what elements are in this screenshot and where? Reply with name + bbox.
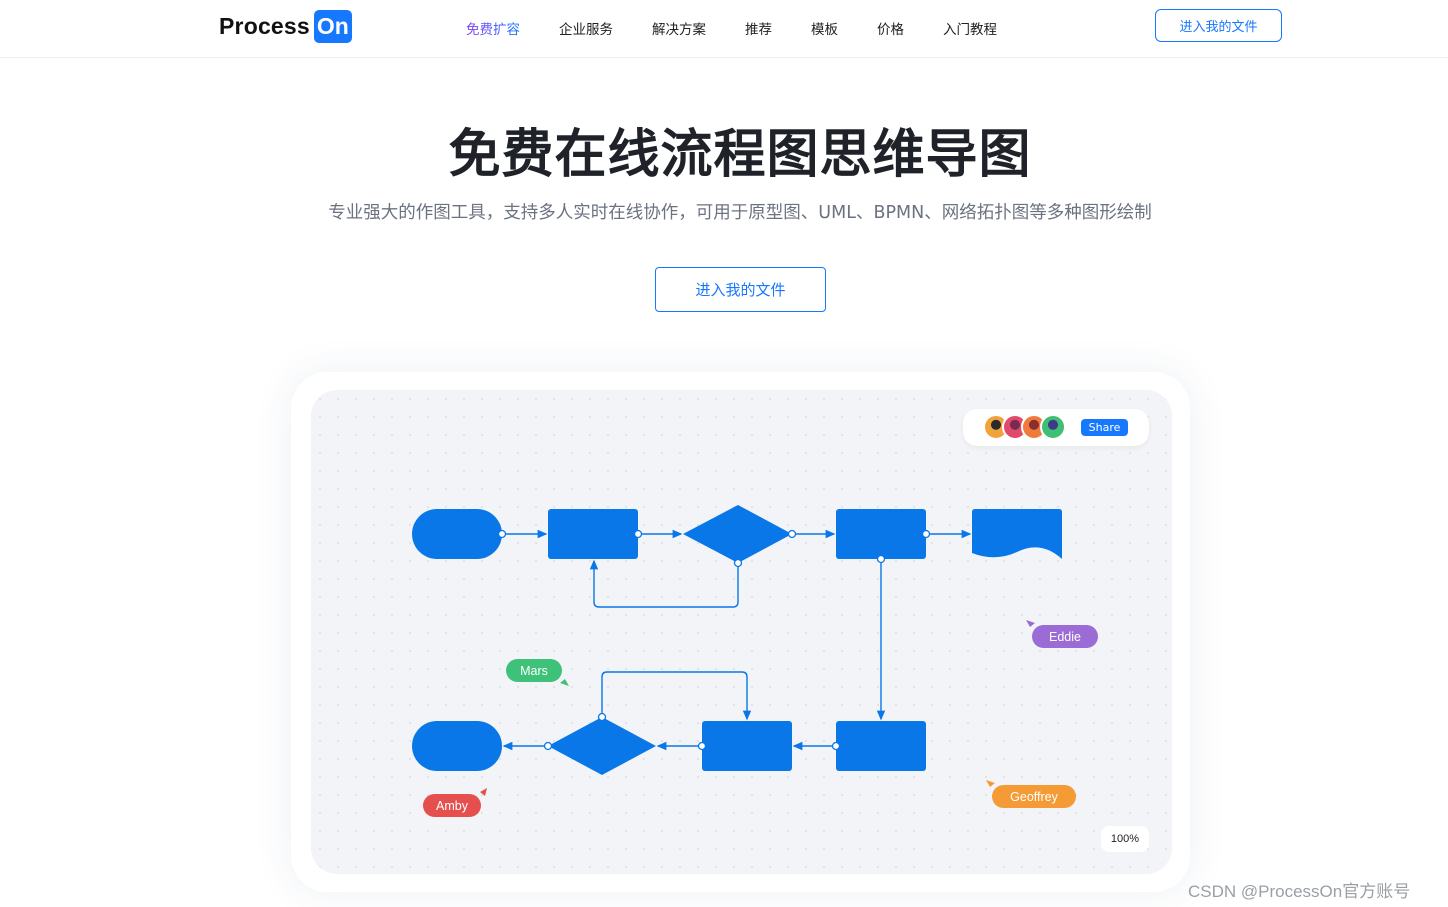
decision-diamond-1 (683, 505, 792, 563)
logo-text: Process (219, 12, 310, 39)
end-terminator (412, 721, 502, 771)
nav-item-recommend[interactable]: 推荐 (745, 22, 772, 38)
nav-item-templates[interactable]: 模板 (811, 22, 838, 38)
logo-badge: On (313, 9, 352, 43)
start-terminator (412, 509, 502, 559)
hero-subtitle: 专业强大的作图工具，支持多人实时在线协作，可用于原型图、UML、BPMN、网络拓… (328, 203, 1152, 223)
process-box-4 (702, 721, 792, 771)
hero-title: 免费在线流程图思维导图 (448, 125, 1032, 185)
processon-logo[interactable]: Process On (219, 9, 352, 43)
mars-pointer-icon (560, 679, 569, 686)
user-avatar-4-icon[interactable] (1040, 414, 1066, 440)
share-button[interactable]: Share (1081, 419, 1128, 436)
zoom-level[interactable]: 100% (1101, 826, 1149, 852)
document-shape (972, 509, 1062, 559)
top-header: Process On 免费扩容 企业服务 解决方案 推荐 模板 价格 入门教程 … (0, 0, 1448, 58)
amby-pointer-icon (480, 788, 487, 796)
watermark: CSDN @ProcessOn官方账号 (1188, 882, 1411, 901)
nav-item-tutorial[interactable]: 入门教程 (943, 22, 997, 38)
geoffrey-pointer-icon (986, 780, 995, 787)
nav-item-pricing[interactable]: 价格 (877, 22, 904, 38)
hero-enter-files-button[interactable]: 进入我的文件 (655, 267, 826, 312)
flowchart-connectors (502, 529, 972, 751)
process-box-1 (548, 509, 638, 559)
cursor-label-eddie: Eddie (1032, 625, 1098, 648)
main-nav: 免费扩容 企业服务 解决方案 推荐 模板 价格 入门教程 (466, 17, 1036, 39)
collaborators-bar: Share (963, 409, 1149, 446)
cursor-label-mars: Mars (506, 659, 562, 682)
flowchart-diagram (412, 505, 1062, 796)
header-enter-files-button[interactable]: 进入我的文件 (1155, 9, 1282, 42)
editor-preview-frame: Share Eddie Mars Amby Geoffrey 100% (291, 372, 1190, 892)
cursor-label-geoffrey: Geoffrey (992, 785, 1076, 808)
process-box-2 (836, 509, 926, 559)
editor-canvas: Share Eddie Mars Amby Geoffrey 100% (311, 390, 1172, 874)
nav-item-solutions[interactable]: 解决方案 (652, 22, 706, 38)
nav-item-free-expansion[interactable]: 免费扩容 (466, 18, 520, 38)
process-box-3 (836, 721, 926, 771)
cursor-label-amby: Amby (423, 794, 481, 817)
flowchart-shapes (412, 505, 1062, 775)
eddie-pointer-icon (1026, 620, 1035, 627)
connection-points (497, 529, 931, 751)
decision-diamond-2 (548, 717, 656, 775)
nav-item-enterprise[interactable]: 企业服务 (559, 22, 613, 38)
